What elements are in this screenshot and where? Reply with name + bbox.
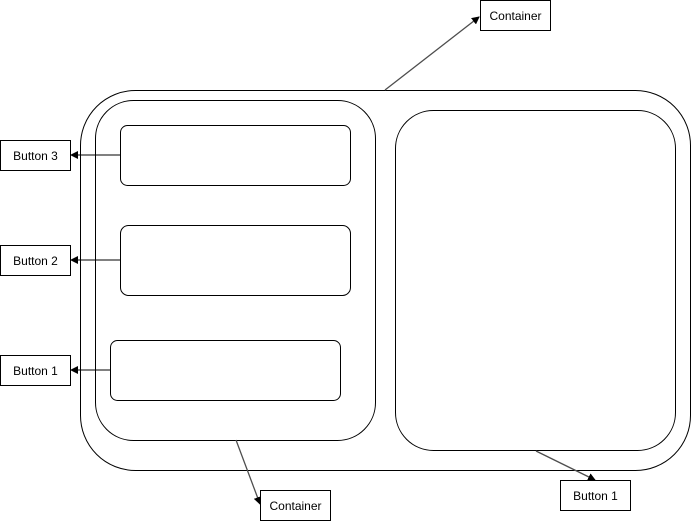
label-button-2: Button 2 bbox=[0, 245, 71, 276]
label-button-1-left: Button 1 bbox=[0, 355, 71, 386]
label-top-container: Container bbox=[480, 0, 551, 31]
label-button-1-right: Button 1 bbox=[560, 480, 631, 511]
button-3-shape bbox=[120, 125, 351, 186]
right-inner-container bbox=[395, 110, 676, 451]
connector-top-container bbox=[384, 16, 480, 91]
connector-button-1-right bbox=[535, 450, 596, 481]
button-1-shape bbox=[110, 340, 341, 401]
button-2-shape bbox=[120, 225, 351, 296]
label-button-3: Button 3 bbox=[0, 140, 71, 171]
label-bottom-container: Container bbox=[260, 490, 331, 521]
connector-bottom-container bbox=[235, 439, 262, 505]
